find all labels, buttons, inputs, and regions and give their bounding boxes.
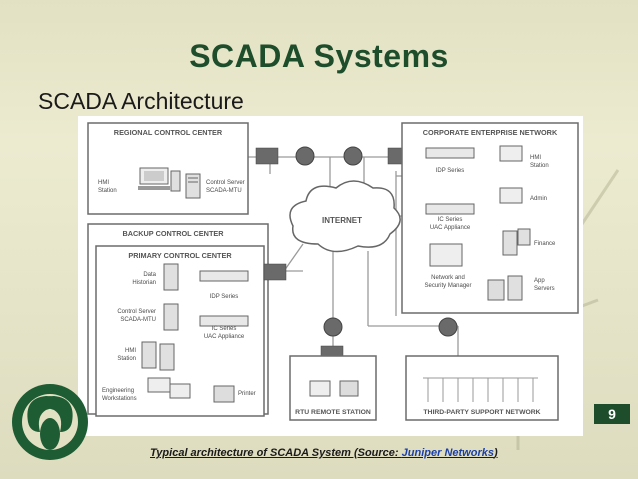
primary-control-center: PRIMARY CONTROL CENTER Data Historian ID…	[95, 245, 265, 417]
primary-ic-label-1: IC Series	[212, 326, 237, 332]
primary-printer-label: Printer	[238, 391, 256, 397]
regional-hmi-label-2: Station	[98, 188, 117, 194]
corporate-app-label-2: Servers	[534, 286, 555, 292]
primary-hmi-label-1: HMI	[125, 348, 136, 354]
corporate-idp-label: IDP Series	[436, 168, 465, 174]
internet-cloud: INTERNET	[289, 180, 401, 253]
primary-idp-label: IDP Series	[210, 294, 239, 300]
corporate-nsm-label-2: Security Manager	[424, 283, 471, 289]
backup-title: BACKUP CONTROL CENTER	[122, 229, 224, 238]
slide-title: SCADA Systems	[189, 38, 449, 74]
juniper-networks-link[interactable]: Juniper Networks	[401, 447, 494, 459]
caption-text: Typical architecture of SCADA System (So…	[150, 447, 402, 459]
corporate-finance-label: Finance	[534, 241, 556, 247]
primary-historian-label-2: Historian	[132, 280, 156, 286]
primary-eng-label-2: Workstations	[102, 396, 137, 402]
primary-hmi-label-2: Station	[117, 356, 136, 362]
internet-label: INTERNET	[322, 216, 362, 225]
rtu-remote-station: RTU REMOTE STATION	[289, 355, 377, 421]
corporate-ic-label-2: UAC Appliance	[430, 225, 471, 231]
primary-ic-label-2: UAC Appliance	[204, 334, 245, 340]
corporate-nsm-label-1: Network and	[431, 275, 465, 281]
corporate-hmi-label-2: Station	[530, 163, 549, 169]
primary-eng-label-1: Engineering	[102, 388, 134, 394]
primary-server-label-2: SCADA-MTU	[120, 317, 156, 323]
primary-server-label-1: Control Server	[117, 309, 156, 315]
corporate-enterprise-network: CORPORATE ENTERPRISE NETWORK IDP Series …	[401, 122, 579, 314]
page-number: 9	[594, 404, 630, 424]
corporate-hmi-label-1: HMI	[530, 155, 541, 161]
third-party-support-network: THIRD-PARTY SUPPORT NETWORK	[405, 355, 559, 421]
regional-server-label-2: SCADA-MTU	[206, 188, 242, 194]
third-party-label: THIRD-PARTY SUPPORT NETWORK	[423, 409, 540, 416]
primary-title: PRIMARY CONTROL CENTER	[128, 251, 232, 260]
router-icons	[295, 146, 458, 337]
regional-title: REGIONAL CONTROL CENTER	[114, 128, 223, 137]
corporate-app-label-1: App	[534, 278, 545, 284]
corporate-title: CORPORATE ENTERPRISE NETWORK	[423, 128, 558, 137]
rtu-label: RTU REMOTE STATION	[295, 409, 371, 416]
regional-hmi-label-1: HMI	[98, 180, 109, 186]
corporate-ic-label-1: IC Series	[438, 217, 463, 223]
scada-architecture-diagram: REGIONAL CONTROL CENTER HMI Station Cont…	[78, 116, 583, 436]
regional-control-center: REGIONAL CONTROL CENTER HMI Station Cont…	[87, 122, 249, 215]
figure-caption: Typical architecture of SCADA System (So…	[150, 447, 498, 459]
primary-historian-label-1: Data	[143, 272, 156, 278]
regional-server-label-1: Control Server	[206, 180, 245, 186]
slide-subtitle: SCADA Architecture	[38, 88, 244, 114]
corporate-admin-label: Admin	[530, 196, 547, 202]
caption-closing: )	[493, 447, 498, 459]
ram-logo-icon	[12, 384, 88, 460]
